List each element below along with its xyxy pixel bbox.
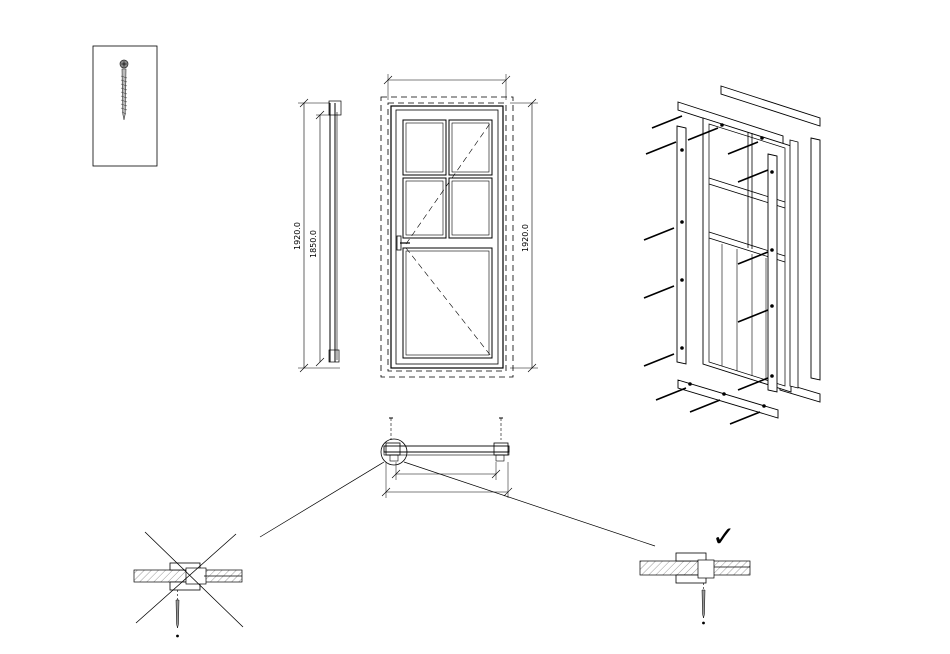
side-view: 1920.0 1850.0	[293, 99, 341, 372]
front-elevation: 1920.0	[381, 74, 538, 377]
height-door-label: 1850.0	[309, 230, 318, 258]
height-frame-label: 1920.0	[293, 222, 302, 250]
height-front-label: 1920.0	[521, 224, 530, 252]
plan-section	[260, 418, 655, 546]
detail-wrong	[134, 532, 243, 637]
screw-box	[93, 46, 157, 166]
detail-correct: ✓	[640, 520, 750, 624]
checkmark-icon: ✓	[712, 520, 735, 553]
exploded-view	[644, 86, 820, 424]
